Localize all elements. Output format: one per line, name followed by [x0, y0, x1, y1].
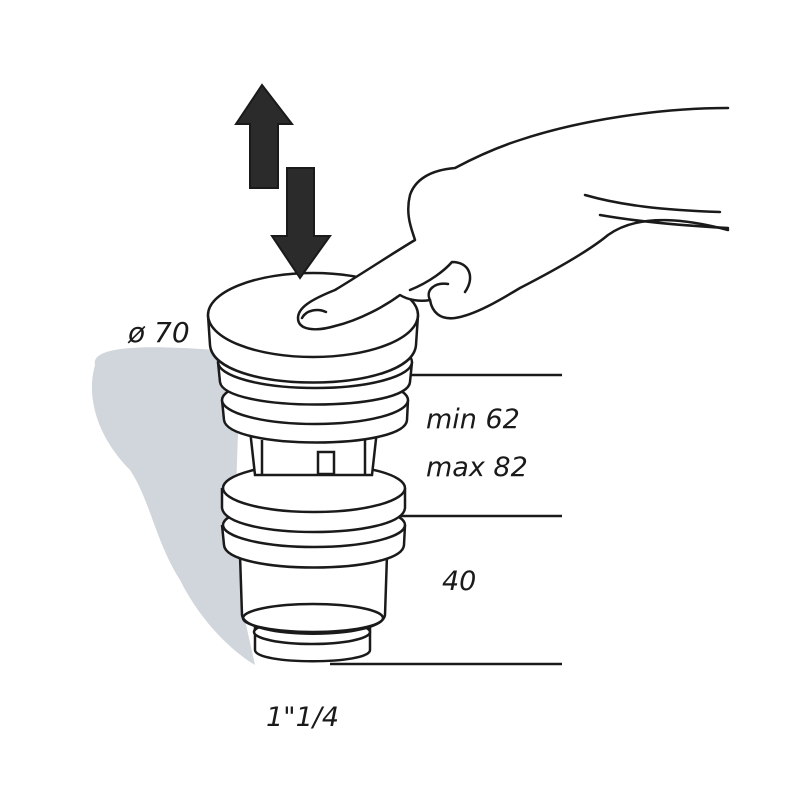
hand-nail [300, 308, 328, 320]
diameter-label: ø 70 [127, 316, 190, 349]
hand-illustration [296, 106, 730, 331]
hand-wrist-line-1 [583, 193, 722, 214]
up-arrow-icon [234, 83, 295, 189]
hand-knuckle [427, 282, 450, 302]
hand-outline [296, 106, 730, 331]
hand-thumb-fold [408, 260, 472, 294]
drain-body [206, 271, 420, 663]
drain-stem-slot [316, 450, 336, 476]
max-height-label: max 82 [426, 452, 528, 483]
thread-size-label: 1"1/4 [266, 702, 339, 733]
min-height-label: min 62 [426, 404, 520, 435]
body-height-label: 40 [442, 566, 476, 597]
drain-shadow [91, 347, 255, 665]
hand-wrist-line-2 [598, 213, 730, 230]
drain-lower-body-rim [241, 602, 385, 634]
down-arrow-icon [270, 167, 332, 280]
